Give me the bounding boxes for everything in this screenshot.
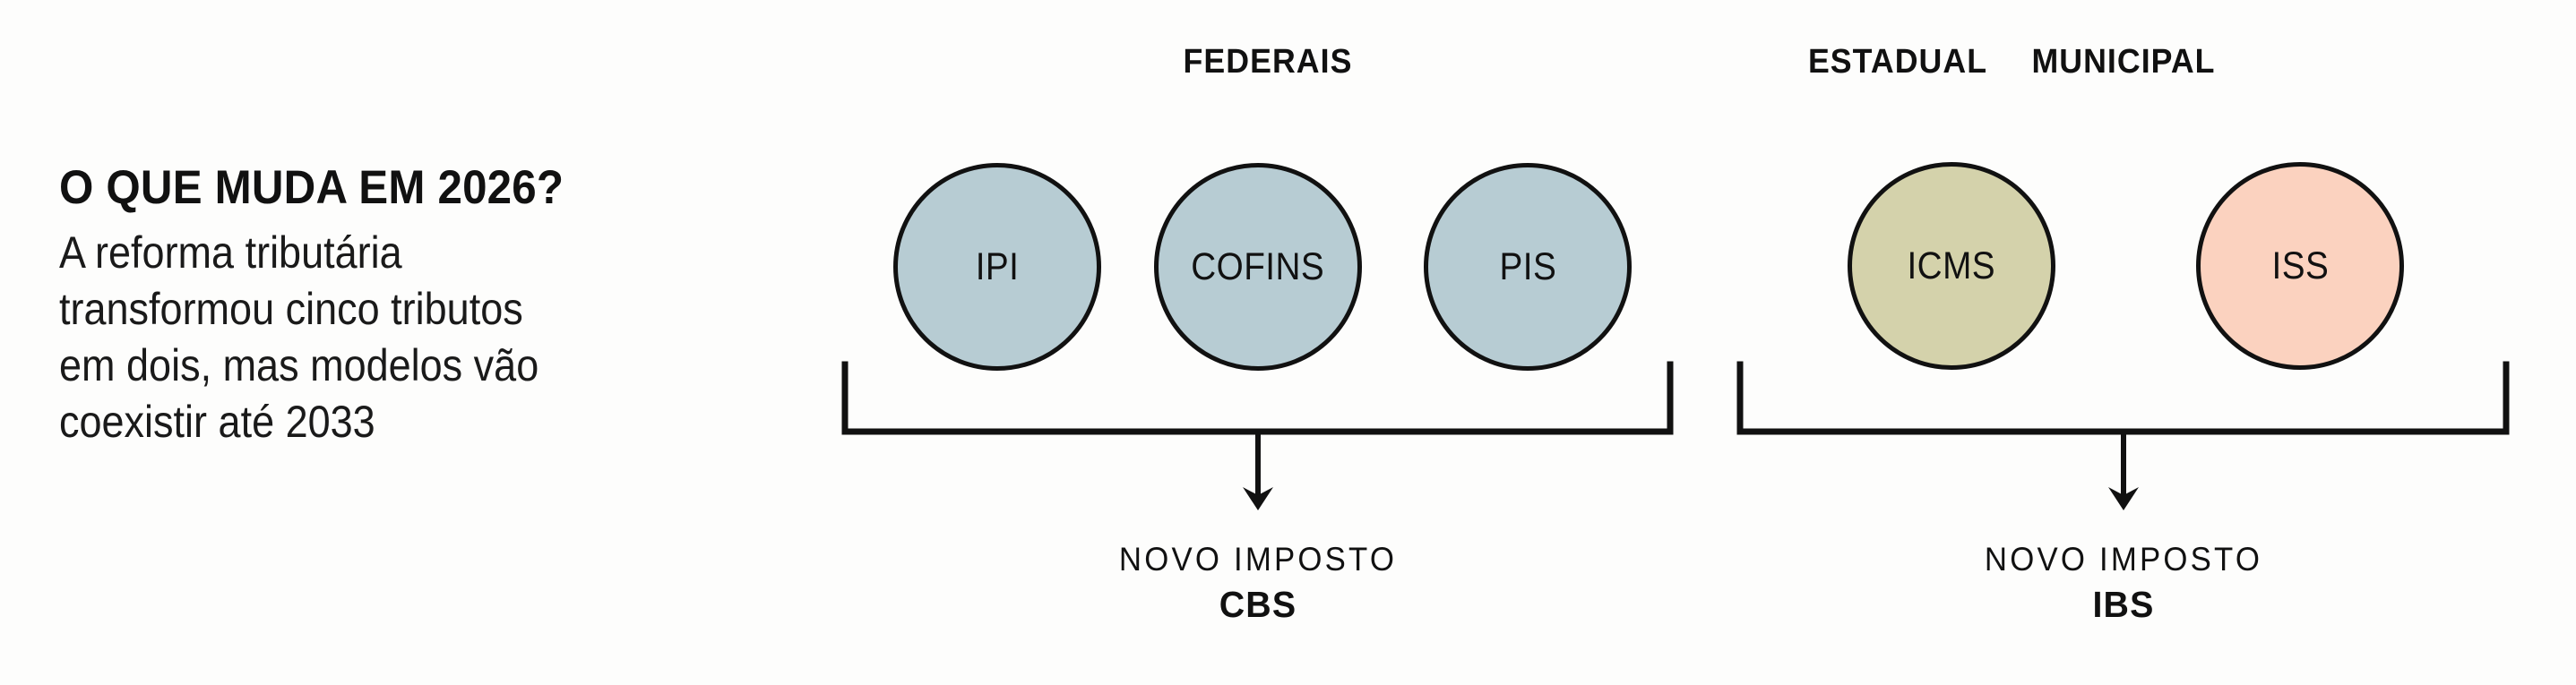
outcome-cbs: NOVO IMPOSTO CBS — [1110, 541, 1406, 626]
outcome-eyebrow: NOVO IMPOSTO — [1118, 541, 1398, 578]
tax-circle-ipi[interactable]: IPI — [893, 163, 1101, 371]
deck-line: transformou cinco tributos — [59, 284, 523, 335]
headline-deck: A reforma tributária transformou cinco t… — [59, 225, 760, 450]
group-header-federais: FEDERAIS — [1183, 43, 1353, 81]
tax-circle-label: PIS — [1499, 244, 1556, 288]
outcome-name: CBS — [1219, 584, 1297, 625]
tax-circle-label: IPI — [975, 244, 1020, 288]
tax-circle-label: ICMS — [1907, 244, 1996, 287]
grouping-bracket-estadual-municipal — [1736, 361, 2510, 435]
deck-line: coexistir até 2033 — [59, 397, 375, 448]
outcome-eyebrow: NOVO IMPOSTO — [1984, 541, 2263, 578]
tax-circle-cofins[interactable]: COFINS — [1154, 163, 1362, 371]
outcome-ibs: NOVO IMPOSTO IBS — [1976, 541, 2271, 626]
grouping-bracket-federais — [841, 361, 1674, 435]
tax-circle-pis[interactable]: PIS — [1424, 163, 1632, 371]
group-header-municipal: MUNICIPAL — [2031, 43, 2216, 81]
tax-circle-icms[interactable]: ICMS — [1848, 162, 2055, 370]
group-header-estadual: ESTADUAL — [1807, 43, 1988, 81]
arrow-head-ibs — [2108, 487, 2139, 510]
tax-circle-label: ISS — [2271, 244, 2329, 287]
outcome-name: IBS — [2092, 584, 2155, 625]
tax-circle-iss[interactable]: ISS — [2196, 162, 2404, 370]
deck-line: em dois, mas modelos vão — [59, 340, 539, 391]
page-title: O QUE MUDA EM 2026? — [59, 161, 564, 214]
arrow-head-cbs — [1243, 487, 1273, 510]
deck-line: A reforma tributária — [59, 227, 402, 278]
tax-circle-label: COFINS — [1191, 244, 1325, 288]
headline-block: O QUE MUDA EM 2026? A reforma tributária… — [59, 163, 767, 450]
